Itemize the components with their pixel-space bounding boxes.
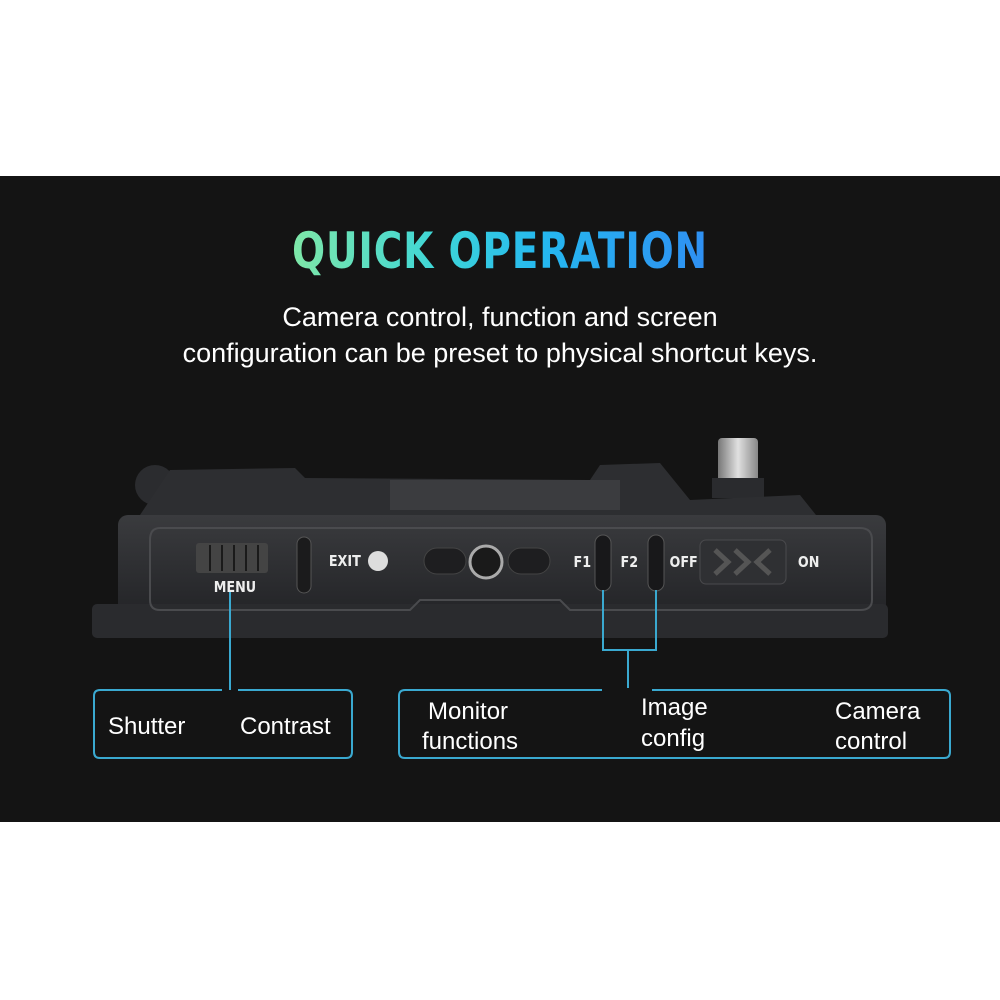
off-label: OFF — [669, 553, 698, 571]
exit-indicator-led — [368, 551, 388, 571]
monitor-label-1: Monitor — [428, 698, 509, 725]
f2-label: F2 — [620, 553, 639, 571]
image-label-1: Image — [641, 694, 708, 721]
power-switch[interactable] — [699, 539, 787, 585]
bnc-connector — [712, 438, 764, 498]
callout-lines — [93, 590, 951, 759]
device-base-flange — [92, 604, 888, 638]
image-label-2: config — [641, 725, 706, 752]
camera-label-2: control — [835, 728, 908, 755]
contrast-label: Contrast — [240, 713, 331, 740]
callout-box-2 — [398, 689, 951, 759]
subtitle-line-1: Camera control, function and screen — [282, 302, 718, 332]
subtitle-line-2: configuration can be preset to physical … — [182, 338, 818, 368]
monitor-label-2: functions — [422, 728, 519, 755]
exit-button[interactable] — [296, 536, 312, 594]
front-panel — [149, 527, 873, 611]
menu-label: MENU — [213, 578, 257, 596]
shutter-label: Shutter — [108, 713, 186, 740]
on-label: ON — [797, 553, 820, 571]
menu-dial[interactable] — [196, 543, 268, 573]
mount-screw-hole — [468, 544, 504, 580]
f1-label: F1 — [573, 553, 592, 571]
exit-label: EXIT — [328, 552, 361, 570]
camera-label-1: Camera — [835, 698, 921, 725]
callout-box-1 — [93, 689, 353, 759]
f1-button[interactable] — [594, 534, 612, 592]
headline: QUICK OPERATION — [292, 222, 708, 280]
f2-button[interactable] — [647, 534, 665, 592]
